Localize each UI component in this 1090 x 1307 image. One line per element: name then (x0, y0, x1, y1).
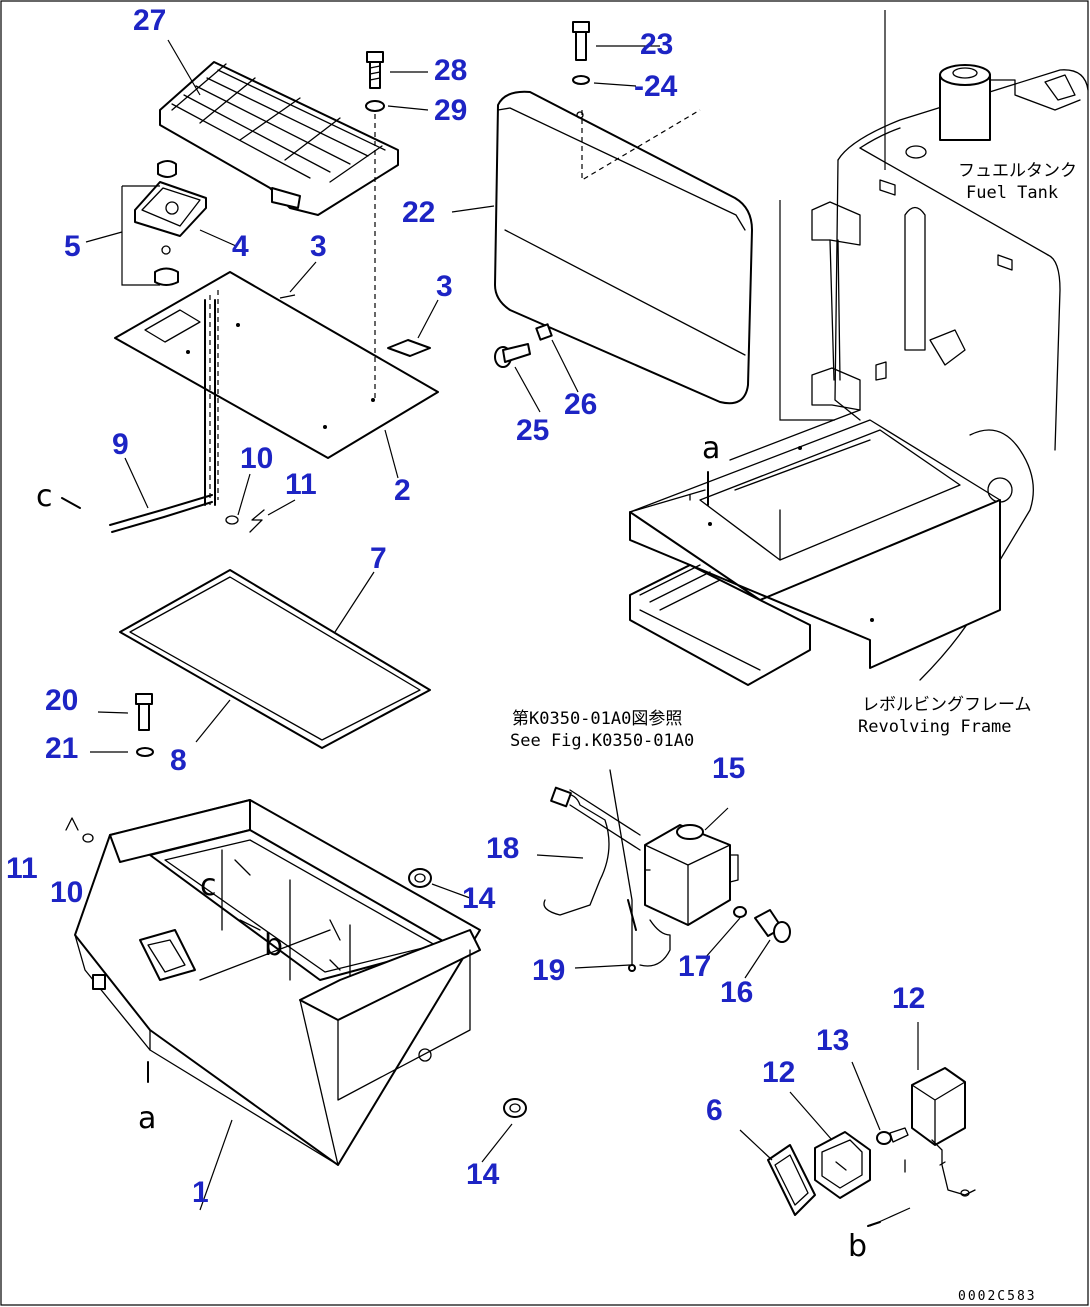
ref-b-box: b (264, 928, 283, 963)
bolt-part-23 (572, 21, 590, 85)
fuel-tank-label-jp: フュエルタンク (958, 161, 1077, 181)
callout-13: 13 (816, 1024, 849, 1057)
revolving-frame (629, 200, 1001, 686)
grommet-part-14 (408, 868, 527, 1118)
battery-cover-part-22 (494, 90, 753, 405)
callouts: 27 28 29 5 4 3 3 2 9 10 11 7 20 21 8 11 … (6, 4, 925, 1209)
notes: フュエルタンク Fuel Tank レボルビングフレーム Revolving F… (510, 161, 1077, 1304)
callout-23: 23 (640, 28, 673, 61)
callout-25: 25 (516, 414, 549, 447)
callout-8: 8 (170, 744, 187, 777)
callout-2: 2 (394, 474, 411, 507)
work-lamp-part-12 (767, 1067, 976, 1216)
callout-5: 5 (64, 230, 81, 263)
callout-3-right: 3 (436, 270, 453, 303)
callout-1: 1 (192, 1176, 209, 1209)
ref-a-bottom: a (138, 1101, 156, 1136)
callout-17: 17 (678, 950, 711, 983)
leader-lines (85, 39, 919, 1227)
callout-29: 29 (434, 94, 467, 127)
ref-c-box: c (200, 868, 217, 903)
wire-part-19 (609, 769, 671, 972)
callout-11-lower: 11 (6, 852, 38, 885)
hose-part-18 (543, 786, 641, 916)
step-grating-part-27 (159, 61, 399, 216)
bolt-part-28 (365, 51, 385, 400)
washer-tank-part-15 (644, 824, 739, 926)
ref-a-top: a (702, 431, 720, 466)
see-fig-label-jp: 第K0350-01A0図参照 (512, 709, 682, 729)
arrow-b-box (199, 929, 331, 981)
see-fig-label-en: See Fig.K0350-01A0 (510, 731, 694, 751)
fuel-tank-label-en: Fuel Tank (966, 183, 1058, 203)
callout-19: 19 (532, 954, 565, 987)
revolving-frame-label-jp: レボルビングフレーム (862, 695, 1032, 715)
callout-18: 18 (486, 832, 519, 865)
tool-box-part-1 (74, 799, 481, 1166)
callout-7: 7 (370, 542, 387, 575)
callout-14-lower: 14 (466, 1158, 500, 1191)
latch-assembly-part-4-5 (121, 160, 207, 286)
callout-28: 28 (434, 54, 467, 87)
support-rod-part-9 (61, 299, 265, 533)
revolving-frame-label-en: Revolving Frame (858, 717, 1012, 737)
cover-plate-part-2 (114, 271, 439, 505)
callout-10-upper: 10 (240, 442, 273, 475)
mat-part-7-8 (119, 569, 431, 749)
callout-6: 6 (706, 1094, 723, 1127)
callout-27: 27 (133, 4, 166, 37)
bolt-part-25 (494, 323, 553, 368)
ref-b-lamp: b (848, 1229, 867, 1264)
pin-part-11-box (65, 817, 79, 831)
callout-12-lower: 12 (762, 1056, 795, 1089)
callout-10-lower: 10 (50, 876, 83, 909)
callout-11-upper: 11 (285, 468, 317, 501)
callout-12-upper: 12 (892, 982, 925, 1015)
callout-20: 20 (45, 684, 78, 717)
callout-9: 9 (112, 428, 129, 461)
reference-letters: a a b b c c (36, 431, 867, 1264)
screw-part-16-17 (733, 906, 791, 943)
bolt-part-20 (135, 693, 154, 757)
fuel-tank (811, 10, 1089, 681)
callout-16: 16 (720, 976, 753, 1009)
callout-14-upper: 14 (462, 882, 496, 915)
ref-c-harness: c (36, 479, 53, 514)
washer-part-10-box (82, 833, 94, 843)
callout-3-upper: 3 (310, 230, 327, 263)
callout-24: -24 (634, 70, 678, 103)
callout-15: 15 (712, 752, 745, 785)
callout-4: 4 (232, 230, 249, 263)
callout-22: 22 (402, 196, 435, 229)
figure-code: 0002C583 (958, 1289, 1037, 1304)
callout-21: 21 (45, 732, 78, 765)
callout-26: 26 (564, 388, 597, 421)
